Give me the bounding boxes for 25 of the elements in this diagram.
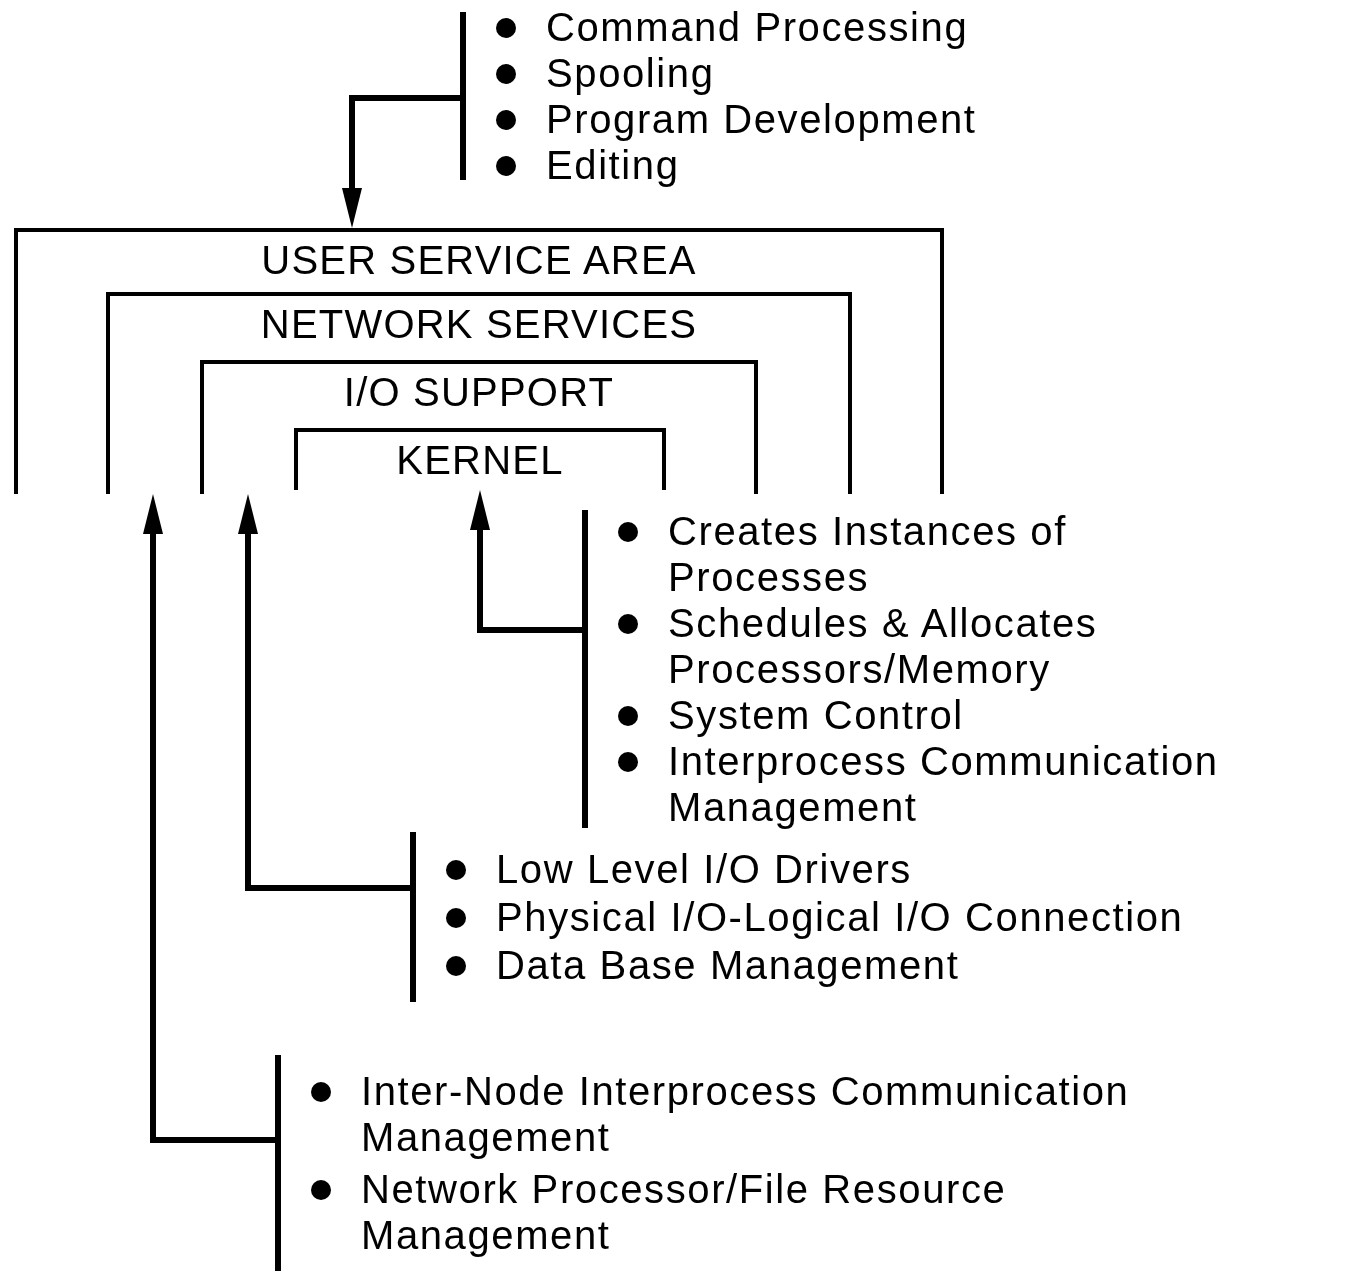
arrow [342, 95, 460, 228]
arrow [238, 494, 410, 891]
layer-title: I/O SUPPORT [343, 369, 615, 416]
list-item-text: Command Processing [546, 4, 969, 50]
arrow [470, 490, 582, 633]
layer-title: NETWORK SERVICES [260, 301, 698, 348]
list-item-text: Inter-Node Interprocess Communication Management [361, 1068, 1131, 1160]
list-item-text: Network Processor/File Resource Management [361, 1166, 1008, 1258]
list-item-text: System Control [668, 692, 964, 738]
layer-bracket [294, 428, 666, 490]
layer-title: USER SERVICE AREA [261, 237, 697, 284]
layer-title: KERNEL [396, 437, 564, 484]
list-item-text: Creates Instances of Processes [668, 508, 1068, 600]
list-item-text: Program Development [546, 96, 977, 142]
layer-bracket [14, 228, 944, 494]
list-item-text: Spooling [546, 50, 715, 96]
list-item-text: Schedules & Allocates Processors/Memory [668, 600, 1099, 692]
list-item-text: Interprocess Communication Management [668, 738, 1220, 830]
arrow [143, 494, 275, 1143]
list-item-text: Editing [546, 142, 680, 188]
layer-bracket [200, 360, 758, 494]
list-item-text: Physical I/O-Logical I/O Connection [496, 894, 1184, 940]
list-item-text: Data Base Management [496, 942, 960, 988]
list-item-text: Low Level I/O Drivers [496, 846, 912, 892]
layer-bracket [106, 292, 852, 494]
